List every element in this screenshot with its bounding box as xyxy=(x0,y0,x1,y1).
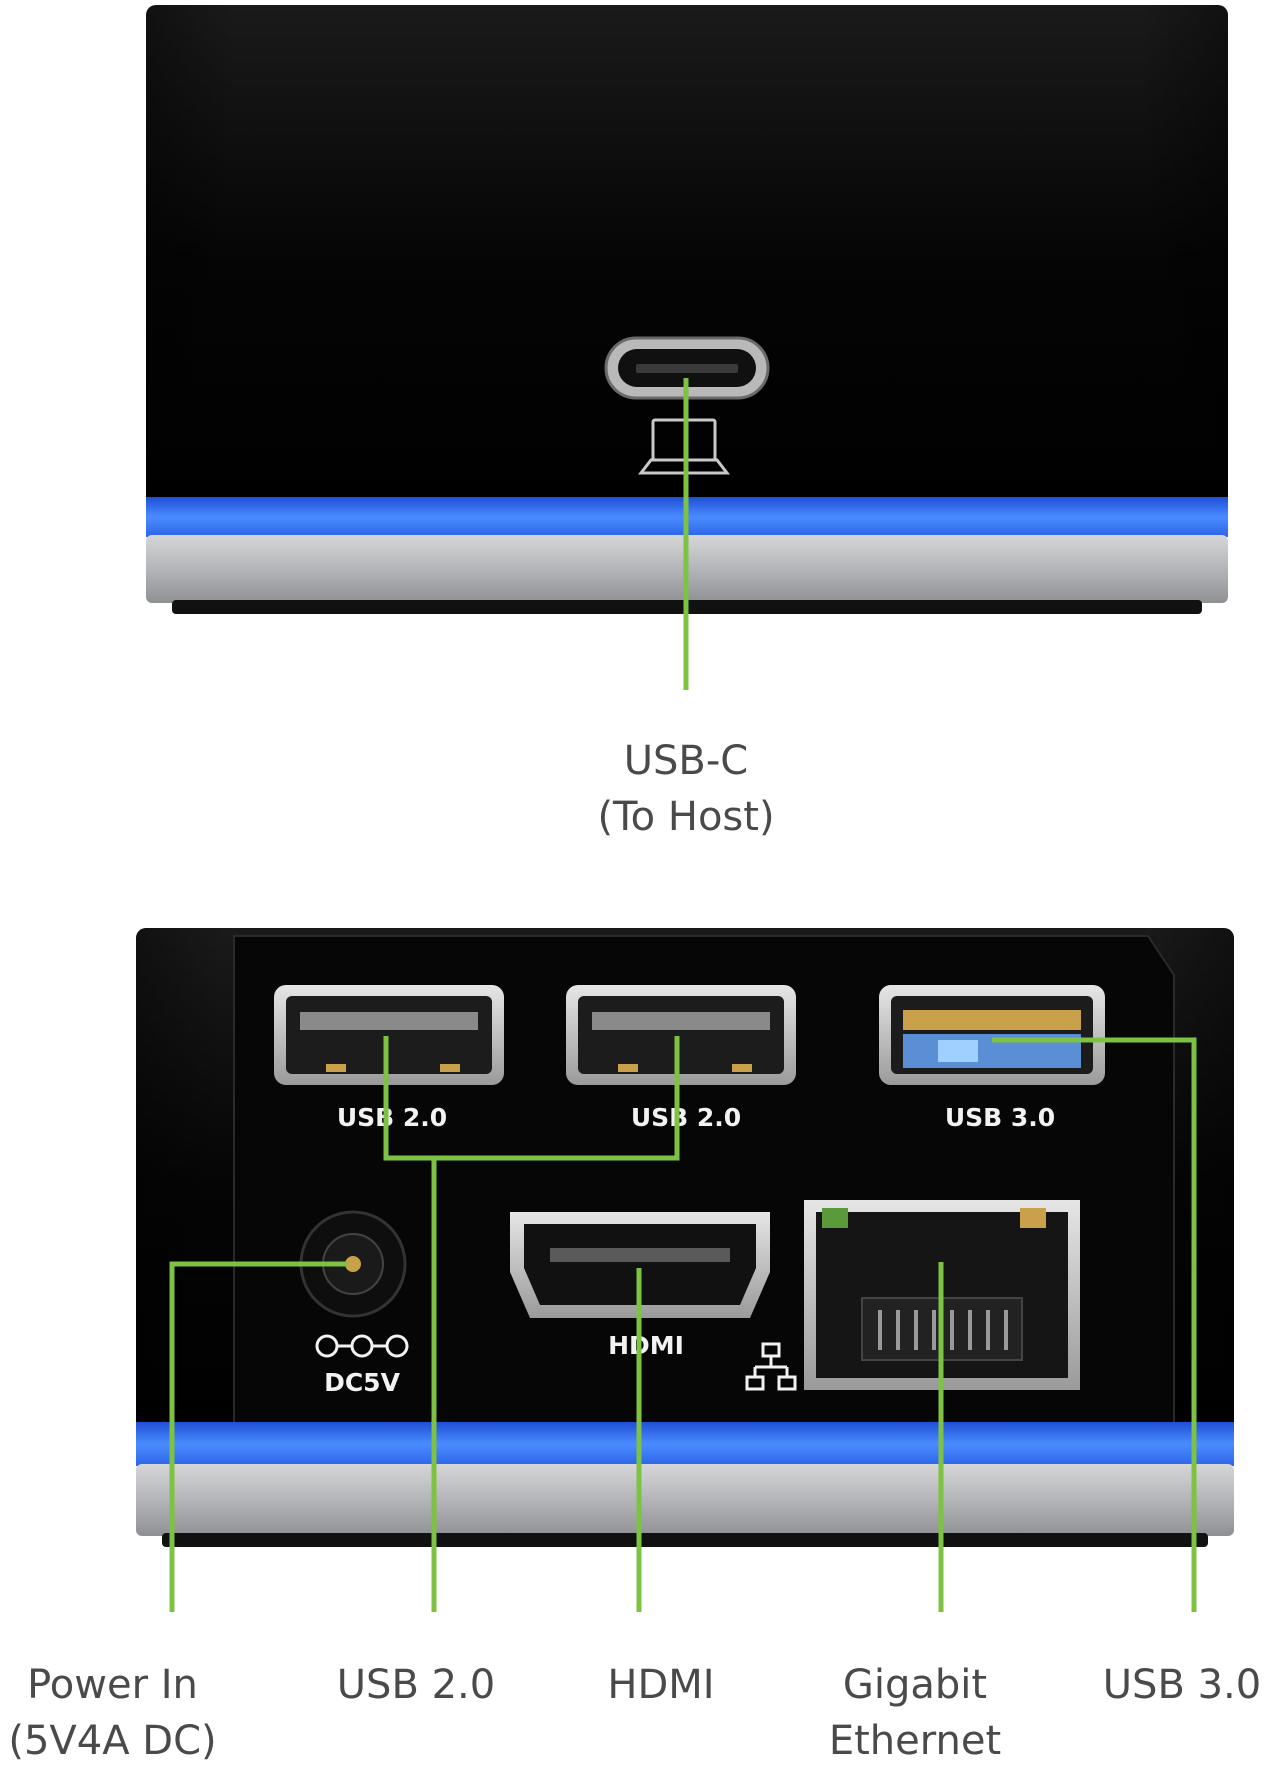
power-callout-line2: (5V4A DC) xyxy=(8,1718,217,1764)
usb3-callout: USB 3.0 xyxy=(1084,1657,1280,1713)
usb2-callout: USB 2.0 xyxy=(306,1657,526,1713)
hdmi-port-label: HDMI xyxy=(608,1331,684,1360)
usb2-port-b-label: USB 2.0 xyxy=(631,1103,741,1132)
power-callout-line xyxy=(169,1261,347,1612)
dc-jack xyxy=(299,1210,407,1318)
usb3-callout-line xyxy=(992,1037,1197,1612)
ethernet-callout-line2: Ethernet xyxy=(828,1718,1002,1764)
bottom-device: USB 2.0 USB 2.0 USB 3.0 xyxy=(136,928,1234,1612)
usb-c-callout-line1: USB-C xyxy=(623,738,749,784)
dc-label: DC5V xyxy=(324,1368,400,1397)
usb3-port xyxy=(879,985,1105,1085)
bottom-base xyxy=(136,1464,1234,1536)
usb2-callout-line1: USB 2.0 xyxy=(336,1662,496,1708)
dc-polarity-icon xyxy=(315,1334,409,1358)
power-callout-line1: Power In xyxy=(27,1662,198,1708)
bottom-led-strip xyxy=(136,1422,1234,1466)
usb2-bracket-line xyxy=(383,1036,680,1161)
usb2-port-b xyxy=(566,985,796,1085)
ethernet-callout-line1: Gigabit xyxy=(842,1662,988,1708)
hdmi-port xyxy=(510,1212,770,1318)
hdmi-callout-line1: HDMI xyxy=(607,1662,715,1708)
ethernet-callout: Gigabit Ethernet xyxy=(800,1657,1030,1769)
network-icon xyxy=(745,1342,797,1391)
usb3-port-label: USB 3.0 xyxy=(945,1103,1055,1132)
usb3-callout-line1: USB 3.0 xyxy=(1102,1662,1262,1708)
usb2-port-a xyxy=(274,985,504,1085)
power-callout: Power In (5V4A DC) xyxy=(0,1657,225,1769)
hdmi-callout: HDMI xyxy=(556,1657,766,1713)
usb-c-callout: USB-C (To Host) xyxy=(546,733,826,845)
usb-c-callout-line2: (To Host) xyxy=(597,794,775,840)
top-device xyxy=(146,5,1228,690)
usb2-port-a-label: USB 2.0 xyxy=(337,1103,447,1132)
